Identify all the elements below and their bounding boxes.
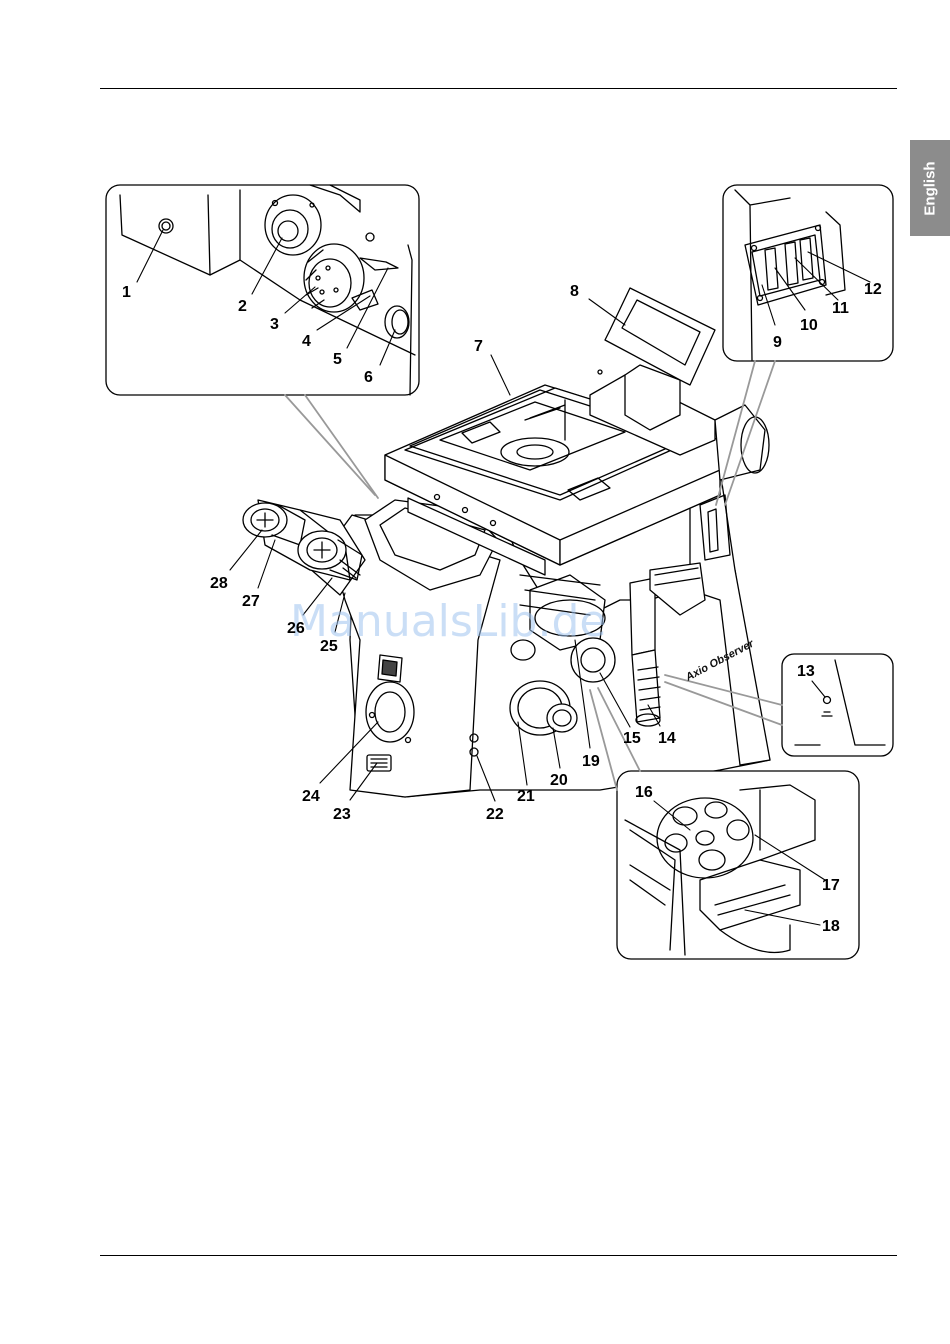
- callout-18: 18: [822, 918, 840, 935]
- callout-27: 27: [242, 593, 260, 610]
- callout-1: 1: [122, 284, 131, 301]
- callout-22: 22: [486, 806, 504, 823]
- callout-8: 8: [570, 283, 579, 300]
- inset-top-right: [723, 185, 893, 361]
- callout-4: 4: [302, 333, 311, 350]
- callout-13: 13: [797, 663, 815, 680]
- callout-17: 17: [822, 877, 840, 894]
- callout-7: 7: [474, 338, 483, 355]
- callout-20: 20: [550, 772, 568, 789]
- callout-2: 2: [238, 298, 247, 315]
- callout-6: 6: [364, 369, 373, 386]
- callout-11: 11: [832, 300, 849, 317]
- callout-14: 14: [658, 730, 676, 747]
- callout-10: 10: [800, 317, 818, 334]
- callout-26: 26: [287, 620, 305, 637]
- callout-21: 21: [517, 788, 535, 805]
- callout-5: 5: [333, 351, 342, 368]
- callout-28: 28: [210, 575, 228, 592]
- callout-15: 15: [623, 730, 641, 747]
- inset-top-left: [106, 185, 419, 395]
- callout-24: 24: [302, 788, 320, 805]
- callout-19: 19: [582, 753, 600, 770]
- callout-12: 12: [864, 281, 882, 298]
- callout-25: 25: [320, 638, 338, 655]
- callout-23: 23: [333, 806, 351, 823]
- callout-3: 3: [270, 316, 279, 333]
- callout-9: 9: [773, 334, 782, 351]
- callout-16: 16: [635, 784, 653, 801]
